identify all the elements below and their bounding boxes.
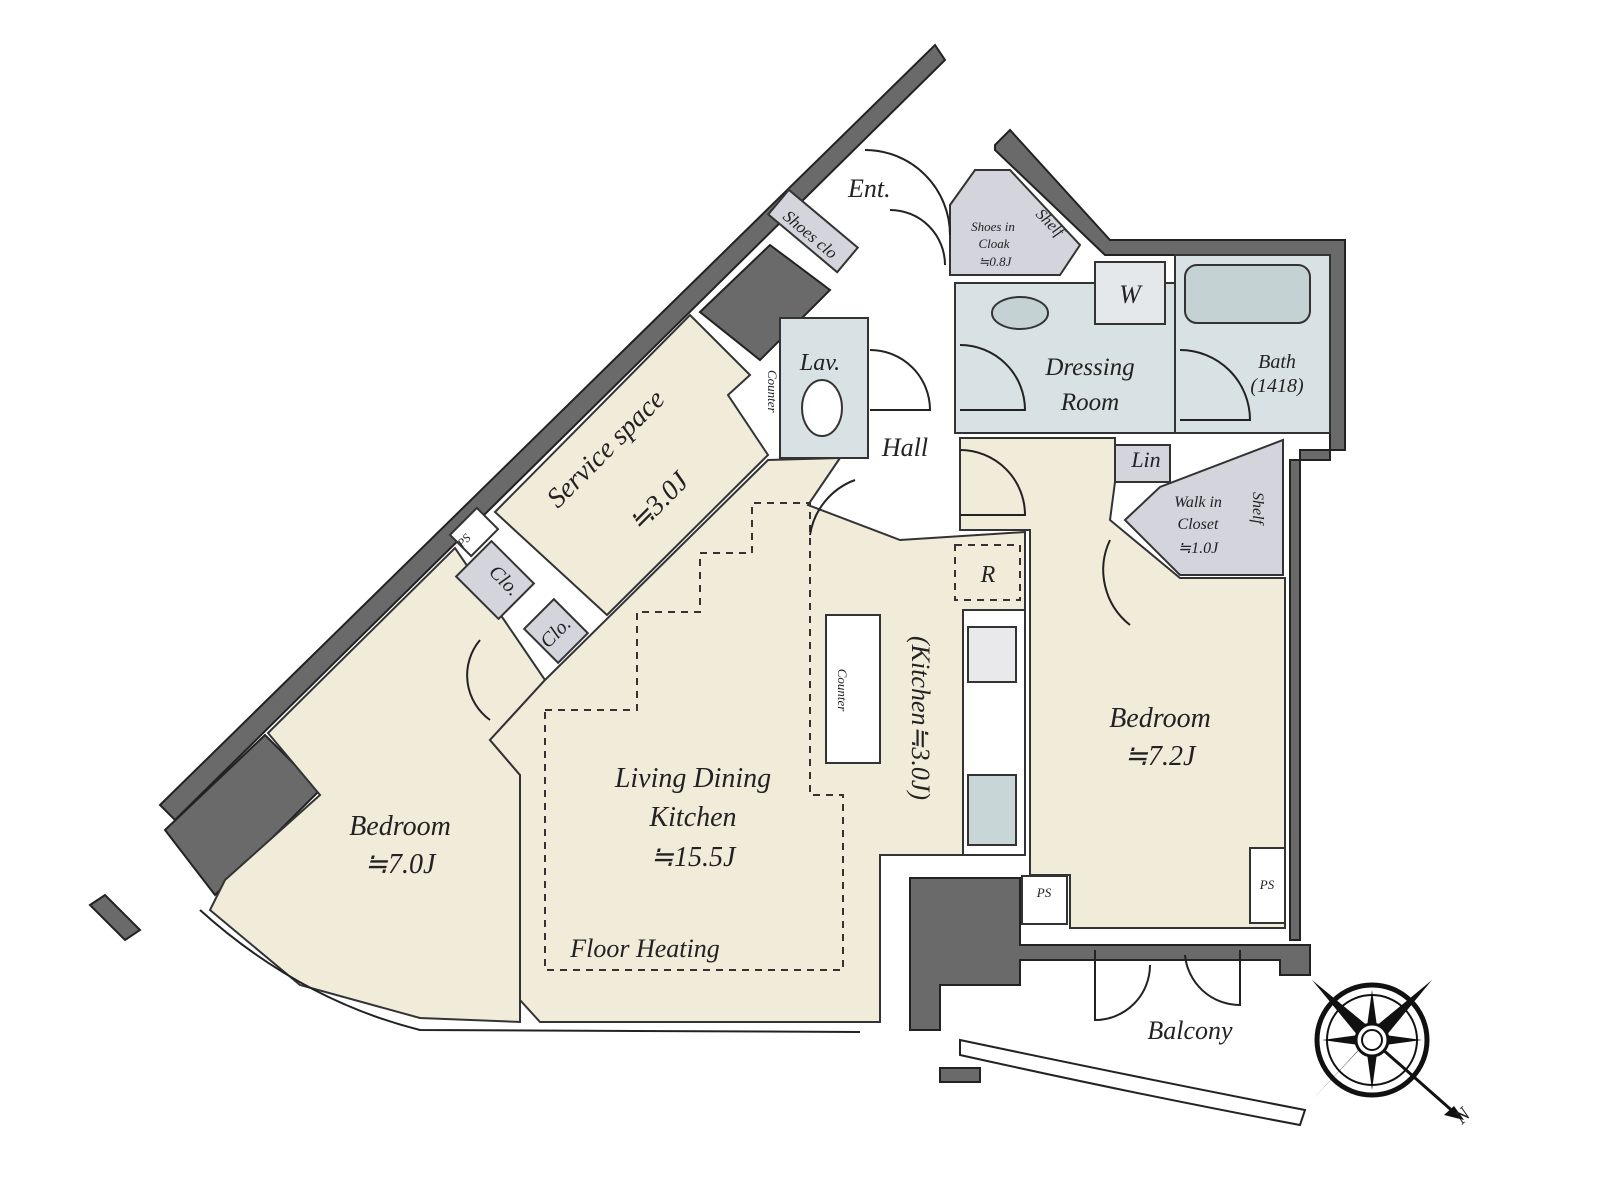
label-linen: Lin — [1130, 447, 1160, 472]
label-bedroom-right-1: Bedroom — [1109, 703, 1211, 734]
label-dressing-2: Room — [1060, 389, 1119, 416]
walk-in-closet — [1123, 438, 1284, 576]
balcony-railing — [959, 1038, 1307, 1127]
ps-left-box — [448, 506, 500, 558]
bathtub — [1184, 264, 1311, 324]
shoes-in-cloak — [949, 169, 1082, 276]
label-ldk-2: Kitchen — [648, 802, 736, 833]
label-shoes-in-cloak-3: ≒0.8J — [979, 254, 1013, 269]
toilet — [801, 379, 843, 437]
stove — [967, 626, 1017, 683]
washer-space — [1094, 261, 1166, 325]
label-bath-2: (1418) — [1250, 375, 1304, 397]
ps-mid-box — [1021, 875, 1068, 925]
label-shelf-wic: Shelf — [1249, 492, 1266, 527]
label-wic-2: Closet — [1178, 516, 1219, 533]
label-ldk-3: ≒15.5J — [651, 842, 737, 873]
label-counter-lav: Counter — [765, 370, 780, 414]
window-curve — [199, 909, 861, 1033]
label-bath-1: Bath — [1258, 351, 1296, 373]
label-dressing-1: Dressing — [1044, 354, 1134, 381]
label-washer: W — [1119, 280, 1143, 309]
label-hall: Hall — [881, 433, 928, 462]
compass-rose-icon — [1312, 980, 1464, 1120]
label-bedroom-left-1: Bedroom — [349, 811, 451, 842]
service-space-floor — [493, 313, 770, 617]
doors — [466, 149, 1252, 1022]
bedroom-left-floor — [208, 546, 547, 1024]
label-entrance: Ent. — [847, 174, 891, 203]
label-balcony: Balcony — [1147, 1016, 1233, 1045]
ps-right-box — [1249, 847, 1286, 924]
label-bedroom-left-2: ≒7.0J — [365, 849, 437, 880]
refrigerator-space — [954, 544, 1021, 601]
label-shoes-in-cloak-1: Shoes in — [971, 219, 1015, 234]
closet-1 — [454, 539, 536, 621]
label-refrigerator: R — [980, 562, 996, 588]
sink — [967, 774, 1017, 846]
label-wic-1: Walk in — [1174, 494, 1222, 511]
shoes-closet — [766, 188, 860, 274]
label-bedroom-right-2: ≒7.2J — [1125, 741, 1197, 772]
label-ps-mid: PS — [1036, 885, 1052, 900]
wash-basin — [991, 296, 1049, 330]
label-ldk-1: Living Dining — [614, 763, 771, 794]
label-wic-3: ≒1.0J — [1178, 540, 1219, 557]
exterior-wall — [88, 43, 1346, 1083]
island-counter — [825, 614, 881, 764]
label-ps-right: PS — [1259, 877, 1275, 892]
ldk-floor — [488, 456, 1026, 1023]
label-kitchen: (Kitchen≒3.0J) — [906, 636, 935, 800]
closet-2 — [522, 597, 590, 665]
label-floor-heating: Floor Heating — [569, 934, 720, 963]
compass-north-label: N — [1449, 1102, 1476, 1129]
label-shoes-in-cloak-2: Cloak — [978, 236, 1009, 251]
label-lavatory: Lav. — [799, 350, 840, 376]
linen-closet — [1114, 444, 1171, 483]
label-counter-kitchen: Counter — [835, 669, 850, 713]
